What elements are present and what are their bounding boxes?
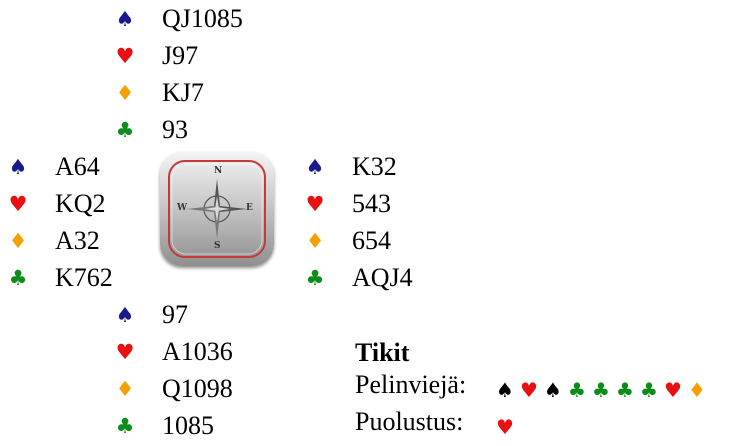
hearts-icon: ♥ (8, 192, 28, 216)
compass-label-e: E (246, 203, 253, 213)
defense-label: Puolustus: (355, 407, 464, 436)
west-clubs-cards: K762 (55, 263, 113, 292)
declarer-label: Pelinviejä: (355, 370, 467, 399)
diamonds-icon: ♦ (115, 81, 135, 105)
clubs-icon: ♣ (115, 118, 135, 142)
west-hearts-cards: KQ2 (55, 189, 106, 218)
trick-spades-icon: ♠ (496, 378, 514, 402)
east-hearts-cards: 543 (352, 189, 391, 218)
compass-label-n: N (214, 166, 223, 176)
south-clubs-cards: 1085 (162, 411, 214, 440)
trick-hearts-icon: ♥ (496, 415, 514, 439)
spades-icon: ♠ (115, 303, 135, 327)
compass-label-w: W (177, 203, 188, 213)
north-hearts-cards: J97 (162, 41, 199, 70)
west-diamonds-cards: A32 (55, 226, 100, 255)
south-spades-cards: 97 (162, 300, 188, 329)
trick-hearts-icon: ♥ (664, 378, 682, 402)
diamonds-icon: ♦ (305, 229, 325, 253)
diamonds-icon: ♦ (8, 229, 28, 253)
compass-graphic (168, 160, 266, 258)
north-clubs-cards: 93 (162, 115, 188, 144)
clubs-icon: ♣ (8, 266, 28, 290)
compass-icon: N E S W (160, 152, 274, 266)
clubs-icon: ♣ (305, 266, 325, 290)
spades-icon: ♠ (115, 7, 135, 31)
spades-icon: ♠ (305, 155, 325, 179)
trick-clubs-icon: ♣ (640, 378, 658, 402)
compass-label-s: S (214, 241, 221, 251)
trick-spades-icon: ♠ (544, 378, 562, 402)
spades-icon: ♠ (8, 155, 28, 179)
south-diamonds-cards: Q1098 (162, 374, 233, 403)
trick-clubs-icon: ♣ (568, 378, 586, 402)
trick-clubs-icon: ♣ (592, 378, 610, 402)
north-diamonds-cards: KJ7 (162, 78, 204, 107)
east-clubs-cards: AQJ4 (352, 263, 413, 292)
south-hearts-cards: A1036 (162, 337, 233, 366)
hearts-icon: ♥ (115, 340, 135, 364)
declarer-tricks: ♠♥♠♣♣♣♣♥♦ (493, 372, 709, 406)
east-diamonds-cards: 654 (352, 226, 391, 255)
hearts-icon: ♥ (305, 192, 325, 216)
defense-tricks: ♥ (493, 409, 517, 443)
diamonds-icon: ♦ (115, 377, 135, 401)
hearts-icon: ♥ (115, 44, 135, 68)
east-spades-cards: K32 (352, 152, 397, 181)
west-spades-cards: A64 (55, 152, 100, 181)
clubs-icon: ♣ (115, 414, 135, 438)
trick-clubs-icon: ♣ (616, 378, 634, 402)
tricks-title: Tikit (355, 338, 410, 367)
trick-diamonds-icon: ♦ (688, 378, 706, 402)
north-spades-cards: QJ1085 (162, 4, 243, 33)
trick-hearts-icon: ♥ (520, 378, 538, 402)
